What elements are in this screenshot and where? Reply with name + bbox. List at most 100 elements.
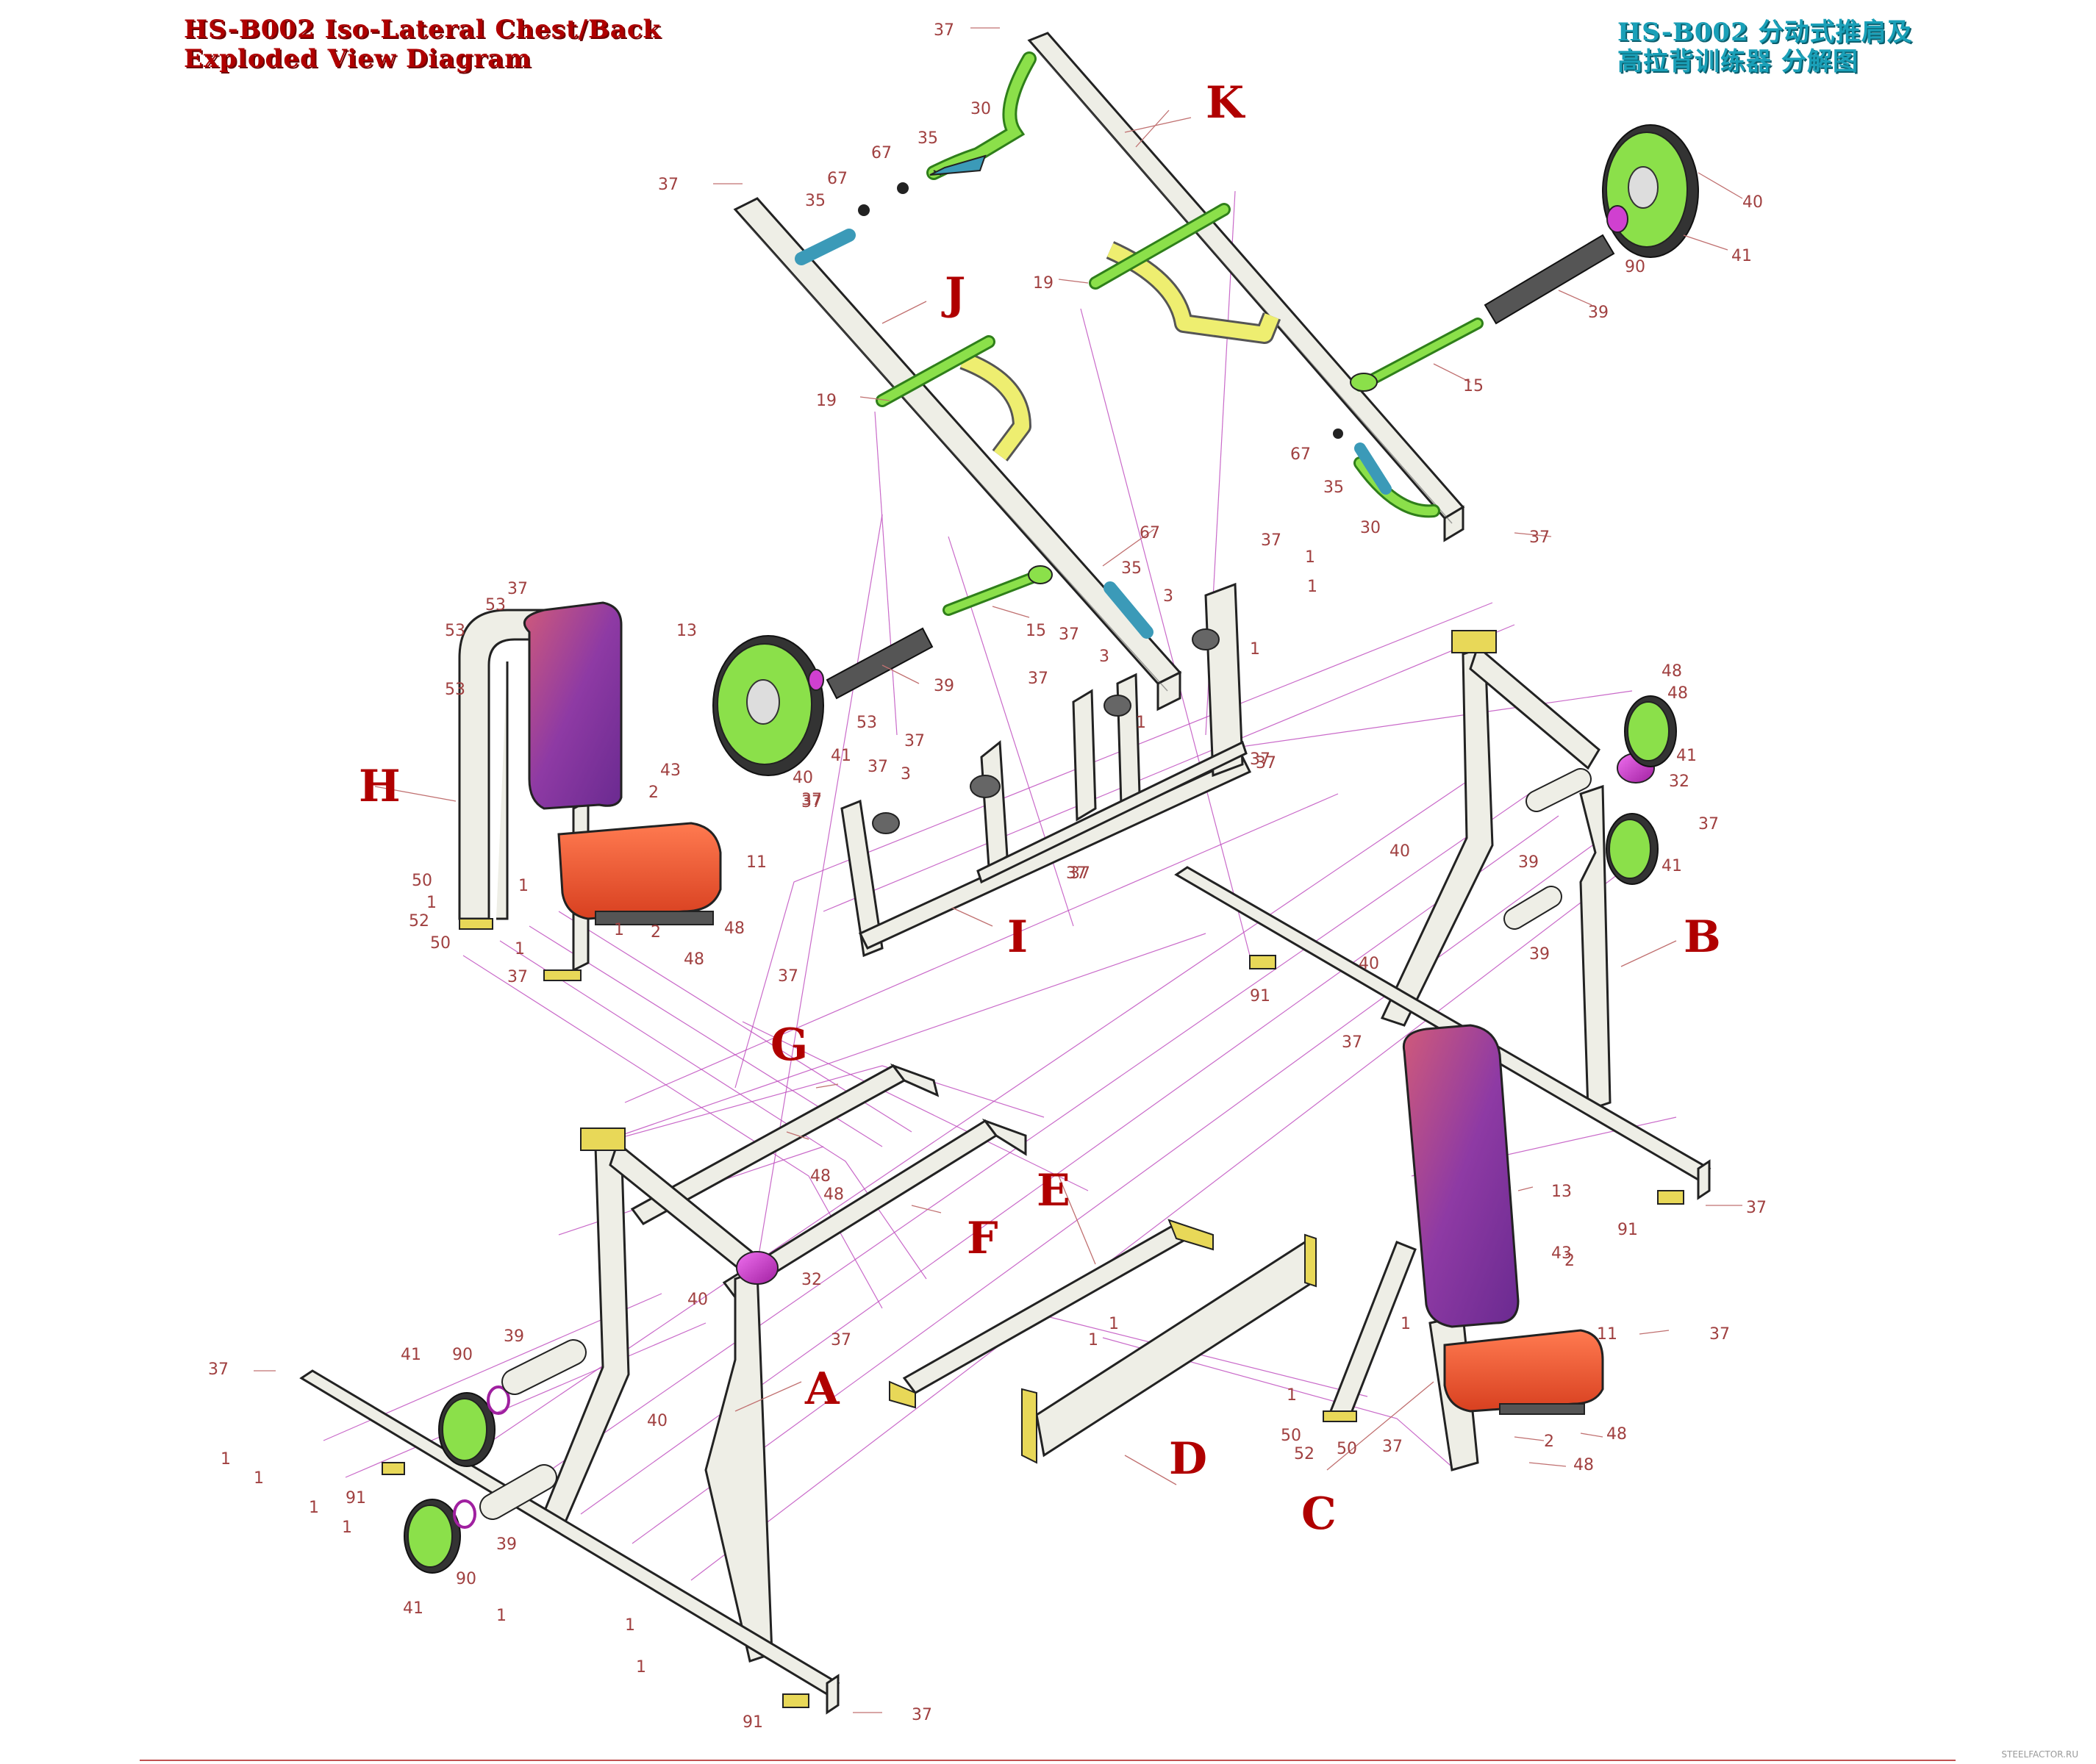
part-label: 30	[1360, 519, 1381, 537]
part-label: 41	[403, 1599, 423, 1618]
title-english-line1: HS-B002 Iso-Lateral Chest/Back	[184, 15, 662, 44]
part-label: 43	[660, 761, 681, 780]
part-label: 53	[856, 714, 877, 732]
part-label: 37	[1059, 625, 1079, 644]
part-label: 40	[647, 1412, 668, 1430]
part-label: 37	[208, 1360, 229, 1379]
part-label: 39	[1588, 304, 1609, 322]
part-label: 37	[1746, 1199, 1767, 1217]
part-label: 91	[743, 1713, 763, 1732]
part-label: 37	[868, 758, 888, 776]
part-label: 13	[1551, 1183, 1572, 1201]
part-label: 2	[648, 784, 659, 802]
watermark: STEELFACTOR.RU	[2001, 1749, 2078, 1760]
part-label: 40	[793, 769, 813, 787]
part-label: 1	[1109, 1315, 1119, 1333]
part-number-labels: 37 30 35 67 67 37 35 40 41 90 19 39 15 1…	[208, 21, 1767, 1732]
part-label: 2	[1564, 1252, 1575, 1270]
assembly-k-right-arm	[858, 32, 1699, 542]
part-label: 37	[1028, 670, 1048, 688]
part-label: 32	[1669, 772, 1689, 791]
part-label: 1	[1136, 714, 1146, 732]
assembly-label-e: E	[1037, 1165, 1070, 1216]
part-label: 15	[1463, 377, 1484, 395]
part-label: 91	[1250, 987, 1270, 1005]
assembly-label-b: B	[1684, 911, 1721, 963]
part-label: 1	[1287, 1386, 1297, 1405]
assembly-c-seat	[1323, 1024, 1604, 1471]
part-label: 37	[1698, 815, 1719, 833]
part-label: 1	[1307, 578, 1317, 596]
part-label: 41	[1662, 857, 1682, 875]
assembly-label-a: A	[804, 1363, 840, 1415]
title-english: HS-B002 Iso-Lateral Chest/Back Exploded …	[184, 15, 661, 74]
part-label: 1	[496, 1607, 507, 1625]
part-label: 11	[746, 853, 767, 872]
assembly-label-g: G	[770, 1019, 808, 1071]
part-label: 48	[724, 919, 745, 938]
part-label: 1	[515, 940, 525, 958]
assembly-e-crossbar	[889, 1219, 1214, 1409]
part-label: 37	[1066, 864, 1087, 883]
part-label: 35	[918, 129, 938, 148]
title-chinese-line1: HS-B002 分动式推肩及	[1617, 18, 1913, 47]
part-label: 11	[1597, 1325, 1617, 1344]
part-label: 37	[1250, 750, 1270, 769]
part-label: 1	[1305, 548, 1315, 567]
part-label: 53	[485, 596, 506, 614]
part-label: 39	[1518, 853, 1539, 872]
part-label: 13	[676, 622, 697, 640]
part-label: 40	[687, 1291, 708, 1309]
part-label: 91	[346, 1489, 366, 1507]
part-label: 39	[504, 1327, 524, 1346]
title-chinese: HS-B002 分动式推肩及 高拉背训练器 分解图	[1617, 18, 1913, 76]
part-label: 67	[1140, 524, 1160, 542]
part-label: 39	[934, 677, 954, 695]
part-label: 53	[445, 681, 465, 699]
part-label: 1	[1088, 1331, 1098, 1349]
part-label: 50	[430, 934, 451, 953]
part-label: 48	[823, 1186, 844, 1204]
part-label: 37	[1256, 754, 1276, 772]
part-label: 48	[1667, 684, 1688, 703]
assembly-label-f: F	[967, 1213, 998, 1264]
part-label: 48	[684, 950, 704, 969]
part-label: 19	[816, 392, 837, 410]
part-label: 43	[1551, 1244, 1572, 1263]
part-label: 1	[309, 1499, 319, 1517]
part-label: 52	[1294, 1445, 1315, 1463]
part-label: 67	[1290, 445, 1311, 464]
part-label: 30	[970, 100, 991, 118]
assembly-f-crossbar	[722, 1118, 1027, 1299]
part-label: 41	[1731, 247, 1752, 265]
part-label: 1	[221, 1450, 231, 1469]
assembly-h-seat	[458, 601, 722, 981]
part-label: 1	[426, 894, 437, 912]
part-label: 37	[1261, 531, 1281, 550]
part-label: 1	[518, 877, 529, 895]
part-label: 39	[1529, 945, 1550, 964]
part-label: 48	[1573, 1456, 1594, 1474]
part-label: 48	[1606, 1425, 1627, 1444]
part-label: 3	[1163, 587, 1173, 606]
part-label: 35	[1323, 478, 1344, 497]
part-label: 90	[1625, 258, 1645, 276]
part-label: 32	[801, 1271, 822, 1289]
assembly-b-right-frame	[1174, 630, 1712, 1205]
part-label: 53	[445, 622, 465, 640]
part-label: 48	[1662, 662, 1682, 681]
part-label: 37	[904, 732, 925, 750]
assembly-label-d: D	[1169, 1433, 1207, 1485]
part-label: 41	[1676, 747, 1697, 765]
part-label: 40	[1742, 193, 1763, 212]
part-label: 50	[1281, 1427, 1301, 1445]
part-label: 35	[1121, 559, 1142, 578]
part-label: 1	[1401, 1315, 1411, 1333]
part-label: 1	[625, 1616, 635, 1635]
part-label: 67	[871, 144, 892, 162]
part-label: 15	[1026, 622, 1046, 640]
part-label: 37	[1709, 1325, 1730, 1344]
part-label: 37	[507, 580, 528, 598]
assembly-d-crossbar	[1021, 1233, 1317, 1464]
